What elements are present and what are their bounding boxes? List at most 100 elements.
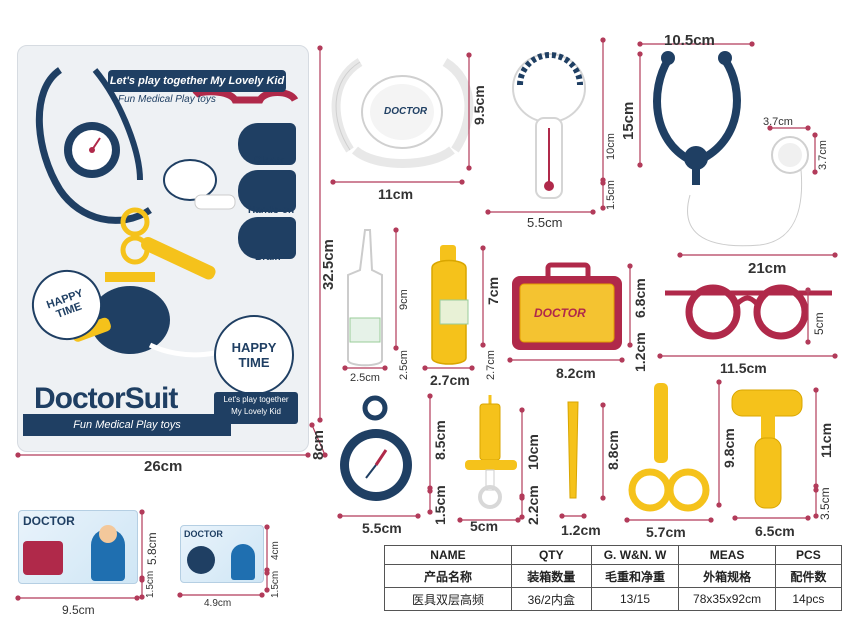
toy-glasses xyxy=(665,284,832,340)
glasses-width-label: 11.5cm xyxy=(720,360,767,376)
brand-strip: Fun Medical Play toys xyxy=(23,414,231,436)
happy-time-bubble-left-label: HAPPY TIME xyxy=(45,287,85,321)
toy-tweezers xyxy=(567,401,579,499)
dim-thermometer xyxy=(485,37,606,215)
logo-medical-case: DOCTOR xyxy=(534,306,586,320)
stethoscope-tube-label: 21cm xyxy=(748,260,787,277)
happy-time-bubble-right-label: HAPPY TIME xyxy=(231,340,277,370)
stethoscope-head-height-label: 9.5cm xyxy=(471,85,487,125)
toy-stethoscope-head xyxy=(331,58,474,168)
dim-scissors xyxy=(624,379,722,523)
package-sub-box-line2: My Lovely Kid xyxy=(231,407,281,416)
bottle-width-label: 2.7cm xyxy=(430,372,470,388)
feature-label-clever: Clever xyxy=(254,155,285,166)
feature-label-brain: Brain xyxy=(255,252,281,263)
dim-hammer xyxy=(732,387,819,521)
card-small-height-label: 4cm xyxy=(270,541,281,560)
card-large-depth-label: 1.5cm xyxy=(145,570,156,598)
toy-yellow-bottle xyxy=(431,245,469,365)
toy-stethoscope xyxy=(653,51,809,249)
card-large-height-label: 5.8cm xyxy=(145,532,159,565)
package-dimension-lines xyxy=(15,45,328,458)
spec-header-qty: QTY xyxy=(510,545,592,565)
thermometer-height-label: 10cm xyxy=(605,133,617,160)
hammer-width-label: 6.5cm xyxy=(755,523,795,539)
toy-thermometer xyxy=(512,52,586,199)
bottle-depth-label: 2.7cm xyxy=(485,350,497,380)
stopwatch-depth-label: 1.5cm xyxy=(432,485,448,525)
doctor-card-large-face xyxy=(99,525,117,543)
spec-table: NAME QTY G. W&N. W MEAS PCS 产品名称 装箱数量 毛重… xyxy=(384,545,843,611)
feature-brain xyxy=(238,217,296,259)
spec-value-pcs: 14pcs xyxy=(774,587,843,611)
spec-table-header-en: NAME QTY G. W&N. W MEAS PCS xyxy=(384,545,843,565)
dropper-depth-label: 2.5cm xyxy=(398,350,410,380)
syringe-depth-label: 2.2cm xyxy=(525,485,541,525)
card-large-width-label: 9.5cm xyxy=(62,603,95,617)
spec-value-weight: 13/15 xyxy=(590,587,680,611)
spec-header-qty-cn: 装箱数量 xyxy=(510,564,592,588)
stethoscope-chest-height-label: 3.7cm xyxy=(817,140,829,170)
happy-time-bubble-right: HAPPY TIME xyxy=(214,315,294,395)
spec-header-weight-cn: 毛重和净重 xyxy=(590,564,680,588)
package-width-label: 26cm xyxy=(144,458,183,475)
hammer-height-label: 11cm xyxy=(818,422,834,458)
glasses-height-label: 5cm xyxy=(812,312,826,335)
scissors-height-label: 9.8cm xyxy=(721,428,737,468)
dim-syringe xyxy=(457,407,525,523)
doctor-card-large: DOCTOR xyxy=(18,510,138,584)
toy-scissors xyxy=(628,383,710,512)
case-height-label: 6.8cm xyxy=(632,278,648,318)
card-small-depth-label: 1.5cm xyxy=(270,570,281,598)
doctor-card-large-case xyxy=(23,541,63,575)
bottle-height-label: 7cm xyxy=(485,276,501,305)
spec-value-meas: 78x35x92cm xyxy=(678,587,776,611)
stopwatch-height-label: 8.5cm xyxy=(432,420,448,460)
dim-yellow-bottle xyxy=(422,245,486,371)
doctor-card-small-figure xyxy=(231,544,255,580)
dim-stethoscope-head xyxy=(330,52,472,185)
brand-title: DoctorSuit xyxy=(34,382,178,415)
package-sub-box-line1: Let's play together xyxy=(223,395,289,404)
package-height-label: 32.5cm xyxy=(320,239,337,290)
stopwatch-width-label: 5.5cm xyxy=(362,520,402,536)
spec-value-qty: 36/2内盒 xyxy=(510,587,592,611)
stethoscope-width-label: 10.5cm xyxy=(664,32,715,49)
card-small-width-label: 4.9cm xyxy=(204,598,232,609)
doctor-card-small-device xyxy=(187,546,215,574)
syringe-height-label: 10cm xyxy=(525,434,541,470)
dropper-height-label: 9cm xyxy=(398,289,410,310)
stethoscope-head-width-label: 11cm xyxy=(378,186,414,202)
tweezers-height-label: 8.8cm xyxy=(605,430,621,470)
case-depth-label: 1.2cm xyxy=(632,332,648,372)
doctor-card-small-title: DOCTOR xyxy=(184,529,223,539)
dim-medical-case xyxy=(507,263,633,363)
spec-value-name: 医具双层高频 xyxy=(384,587,512,611)
dim-glasses xyxy=(657,287,838,359)
syringe-width-label: 5cm xyxy=(470,518,499,534)
package-subheader: Fun Medical Play toys xyxy=(118,94,216,105)
spec-header-pcs-cn: 配件数 xyxy=(774,564,843,588)
spec-header-name-cn: 产品名称 xyxy=(384,564,512,588)
scissors-width-label: 5.7cm xyxy=(646,524,686,540)
doctor-card-small: DOCTOR xyxy=(180,525,264,583)
dim-tweezers xyxy=(559,402,606,519)
feature-label-hands-on: Hands-on xyxy=(248,205,295,216)
case-width-label: 8.2cm xyxy=(556,365,596,381)
logo-stethoscope-head: DOCTOR xyxy=(384,106,428,117)
toy-syringe xyxy=(465,395,517,509)
feature-hands-on xyxy=(238,170,296,212)
dim-stopwatch xyxy=(337,393,433,519)
spec-table-header-cn: 产品名称 装箱数量 毛重和净重 外箱规格 配件数 xyxy=(384,564,843,588)
spec-header-meas-cn: 外箱规格 xyxy=(678,564,776,588)
toy-stopwatch xyxy=(340,395,412,501)
toy-dropper-bottle xyxy=(347,229,383,367)
spec-header-pcs: PCS xyxy=(774,545,843,565)
dropper-width-label: 2.5cm xyxy=(350,372,380,384)
dim-stethoscope xyxy=(637,41,838,258)
spec-header-meas: MEAS xyxy=(678,545,776,565)
spec-header-name: NAME xyxy=(384,545,512,565)
doctor-card-large-title: DOCTOR xyxy=(23,514,75,528)
tweezers-width-label: 1.2cm xyxy=(561,522,601,538)
